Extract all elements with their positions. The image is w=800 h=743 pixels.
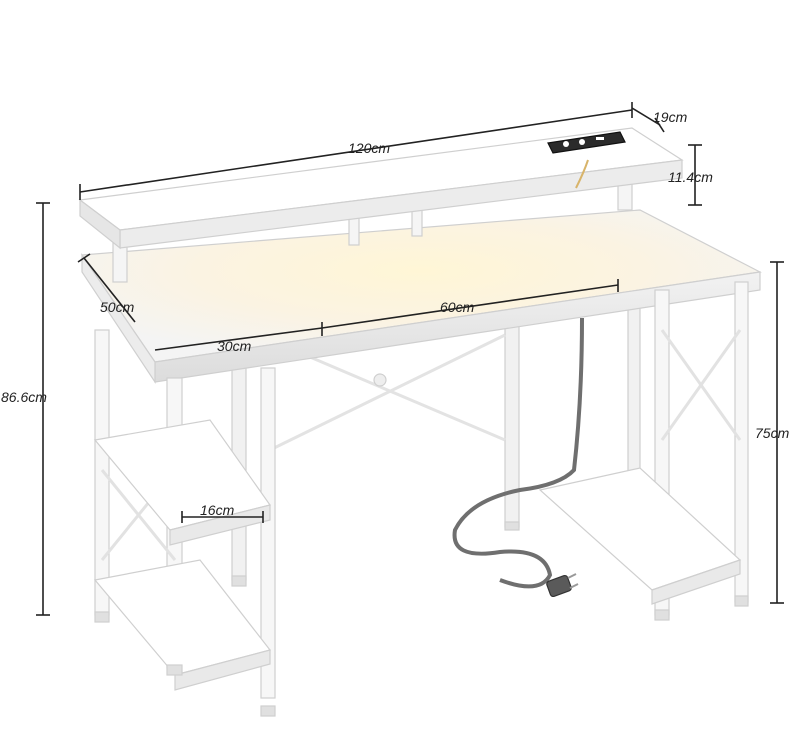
shelf-depth-label: 19cm [653, 109, 688, 125]
brace-joint [373, 373, 387, 387]
power-plug [546, 573, 579, 598]
shelf-height-label: 11.4cm [668, 169, 713, 185]
section-30-label: 30cm [217, 338, 252, 354]
left-feet [94, 575, 276, 717]
desk-height-label: 75cm [755, 425, 790, 441]
strip-cable [575, 159, 589, 189]
right-feet [504, 521, 749, 621]
desk-depth-label: 50cm [100, 299, 135, 315]
dimension-lines [36, 102, 784, 616]
width-label: 120cm [348, 140, 390, 156]
desk-illustration [78, 127, 762, 717]
power-cord [452, 317, 584, 589]
power-strip [547, 131, 626, 154]
right-side-brace [660, 329, 742, 441]
monitor-shelf-side [79, 198, 121, 250]
desktop-left-edge [81, 253, 156, 384]
shelf-width-label: 16cm [200, 502, 235, 518]
right-shelf [538, 467, 742, 605]
section-60-label: 60cm [440, 299, 475, 315]
left-shelves [93, 419, 272, 691]
total-height-label: 86.6cm [1, 389, 47, 405]
